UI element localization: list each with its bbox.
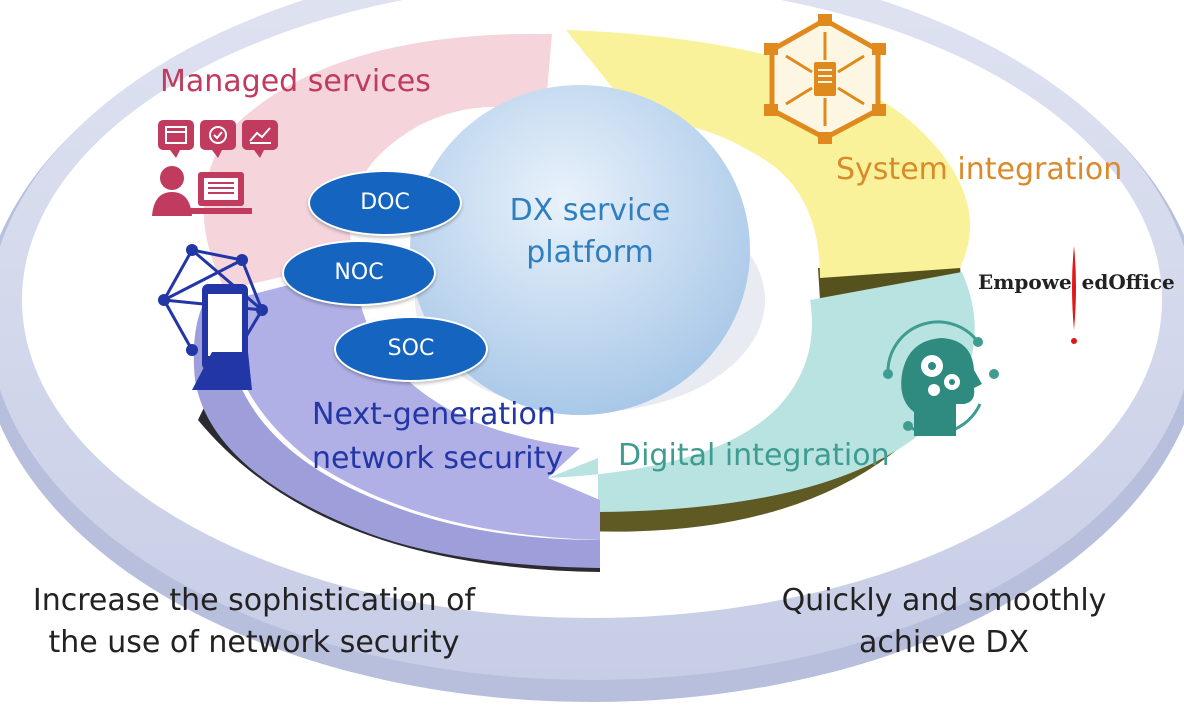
left-caption: Increase the sophistication of the use o… <box>0 580 508 664</box>
digital-integration-label: Digital integration <box>618 438 890 473</box>
empowered-office-logo: Empowe edOffice <box>978 270 1175 294</box>
logo-text-part2: edOffice <box>1081 270 1175 294</box>
platform-label-line2: platform <box>526 235 654 270</box>
managed-segment <box>203 33 552 290</box>
calendar-icon <box>158 120 194 158</box>
server-network-icon <box>764 14 886 144</box>
logo-text-part1: Empowe <box>978 270 1072 294</box>
security-label-line1: Next-generation <box>312 397 556 432</box>
security-segment <box>193 295 600 568</box>
mobile-network-icon <box>158 244 268 390</box>
noc-pill: NOC <box>282 240 436 306</box>
clock-icon <box>200 120 236 158</box>
right-caption: Quickly and smoothly achieve DX <box>744 580 1144 664</box>
chart-icon <box>242 120 278 158</box>
right-caption-line2: achieve DX <box>858 625 1030 660</box>
security-label: Next-generation network security <box>312 393 563 481</box>
doc-pill: DOC <box>308 170 462 236</box>
soc-pill: SOC <box>334 316 488 382</box>
platform-label-line1: DX service <box>509 193 671 228</box>
logo-exclamation-mark <box>1071 246 1077 344</box>
left-caption-line2: the use of network security <box>48 625 460 660</box>
right-caption-line1: Quickly and smoothly <box>781 583 1107 618</box>
left-caption-line1: Increase the sophistication of <box>32 583 476 618</box>
system-integration-label: System integration <box>836 152 1123 187</box>
platform-label: DX service platform <box>440 190 740 274</box>
security-segment-inner <box>229 268 600 540</box>
managed-services-label: Managed services <box>160 64 431 99</box>
platform-sphere <box>410 85 750 415</box>
ai-head-gears-icon <box>883 320 999 436</box>
operator-icon <box>152 166 252 216</box>
system-segment <box>566 30 970 278</box>
managed-services-icons <box>152 120 278 216</box>
security-label-line2: network security <box>312 441 564 476</box>
digital-segment <box>548 272 975 512</box>
